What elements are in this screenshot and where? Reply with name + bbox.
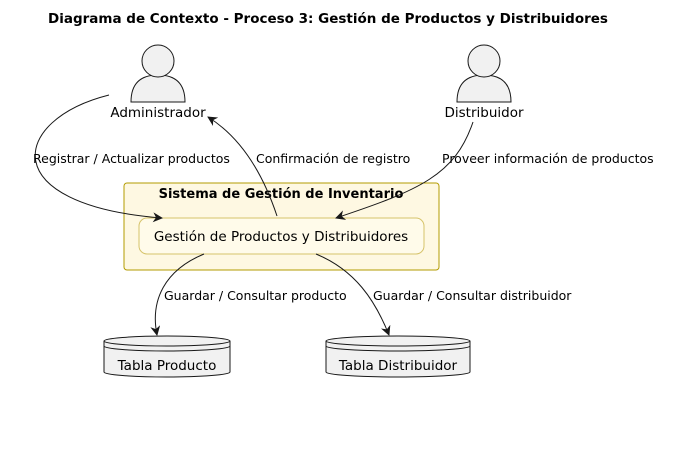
flow-process-to-distributors-label: Guardar / Consultar distribuidor bbox=[373, 288, 572, 303]
flow-process-to-distributors-arrow bbox=[315, 253, 391, 336]
diagram-title: Diagrama de Contexto - Proceso 3: Gestió… bbox=[48, 11, 608, 27]
flow-admin-to-process-label: Registrar / Actualizar productos bbox=[33, 151, 230, 166]
distributors-database-label: Tabla Distribuidor bbox=[338, 358, 458, 374]
process-node bbox=[138, 217, 425, 255]
process-label: Gestión de Productos y Distribuidores bbox=[154, 229, 408, 245]
distributors-database-icon bbox=[325, 335, 471, 378]
distributor-actor-icon bbox=[456, 44, 512, 103]
flow-process-to-products-arrow bbox=[150, 253, 205, 336]
admin-actor-icon bbox=[130, 44, 186, 103]
flow-distributor-to-process-arrow bbox=[335, 121, 474, 220]
products-database-label: Tabla Producto bbox=[117, 358, 217, 374]
flow-process-to-products-label: Guardar / Consultar producto bbox=[164, 288, 347, 303]
flow-process-to-admin-arrow bbox=[207, 116, 278, 217]
products-database-icon bbox=[103, 335, 231, 378]
flow-distributor-to-process-label: Proveer información de productos bbox=[442, 151, 654, 166]
flow-admin-to-process-arrow bbox=[34, 94, 163, 223]
distributor-actor-label: Distribuidor bbox=[444, 105, 523, 121]
flow-process-to-admin-label: Confirmación de registro bbox=[256, 151, 410, 166]
system-title: Sistema de Gestión de Inventario bbox=[159, 187, 404, 202]
admin-actor-label: Administrador bbox=[110, 105, 206, 121]
